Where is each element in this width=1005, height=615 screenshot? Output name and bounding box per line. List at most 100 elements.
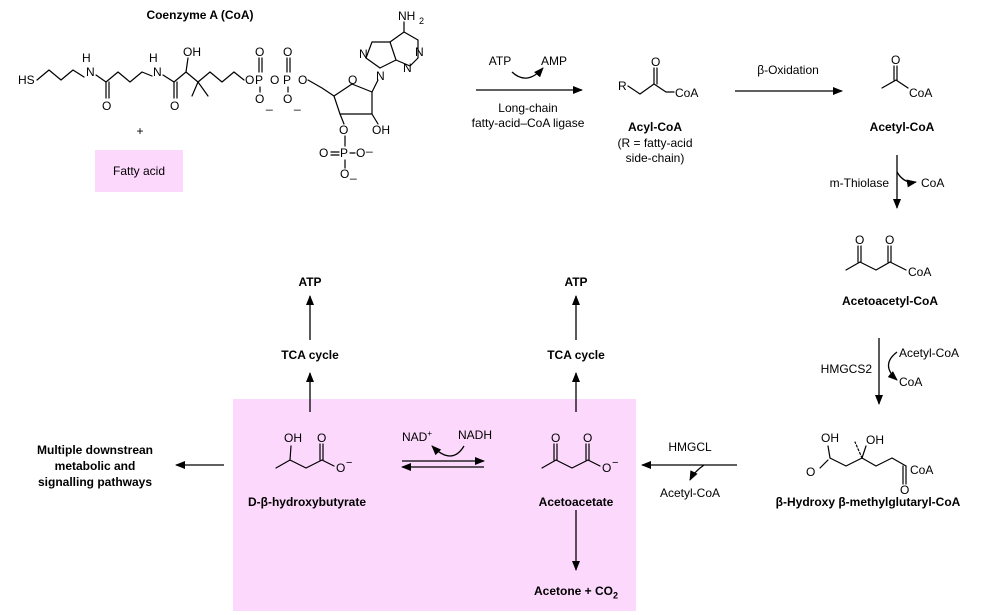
coa-atom-o12: O (340, 167, 349, 181)
acetoacetate-atom-oneg: O (602, 461, 611, 475)
coa-atom-o9: O (339, 123, 348, 137)
bond-line (881, 79, 909, 89)
coa-atom-n2: N (153, 65, 162, 79)
coa-atom-oneg1: O (255, 92, 264, 106)
hydroxybutyrate-name: D-β-hydroxybutyrate (247, 495, 367, 509)
tca-cycle-right: TCA cycle (547, 348, 605, 362)
fatty-acid-label: Fatty acid (112, 164, 166, 178)
hydroxybutyrate-atom-oneg: O (336, 461, 345, 475)
atp-left: ATP (298, 275, 322, 289)
hmg-coa-atom-o1: O (806, 465, 815, 479)
acyl-coa-atom-r: R (618, 79, 627, 93)
coa-atom-o8: O (348, 73, 357, 87)
acetoacetate-name: Acetoacetate (538, 495, 614, 509)
thiolase-coa-label: CoA (921, 176, 945, 190)
nadh-label: NADH (458, 428, 493, 442)
bond-line (854, 441, 863, 459)
bond-line (307, 79, 335, 97)
bond-line (819, 459, 829, 469)
bond-line (845, 261, 907, 271)
acetoacetyl-coa-structure: O O CoA (845, 233, 931, 279)
coa-atom-o5: O (270, 73, 279, 87)
fatty-acid-highlight (95, 150, 183, 192)
hmg-coa-atom-o2: O (900, 483, 909, 497)
coa-atom-n5: N (415, 45, 424, 59)
hmgcs2-enzyme-label: HMGCS2 (820, 362, 872, 376)
beta-oxidation-label: β-Oxidation (757, 63, 819, 77)
coa-atom-p2: P (283, 73, 291, 87)
downstream-line3: signalling pathways (37, 475, 153, 489)
coa-atom-o2: O (170, 99, 179, 113)
hmg-coa-name: β-Hydroxy β-methylglutaryl-CoA (775, 495, 961, 509)
amp-label: AMP (540, 54, 568, 68)
bond-line (541, 459, 601, 469)
acyl-coa-atom-coa: CoA (675, 86, 698, 100)
coa-atom-nh2-subscript: 2 (419, 16, 424, 26)
coa-atom-oh1: OH (183, 45, 201, 59)
hmgcs2-coa-label: CoA (899, 375, 923, 389)
plus-sign: + (136, 124, 144, 138)
downstream-line2: metabolic and (54, 459, 136, 473)
atp-label-ligase: ATP (488, 54, 512, 68)
ligase-enzyme-line1: Long-chain (498, 101, 558, 115)
acetone-co2-label: Acetone + CO2 (533, 584, 619, 601)
bond-line (185, 57, 189, 73)
coa-atom-minus2: _ (293, 97, 301, 111)
bond-line (829, 457, 907, 467)
bond-line (36, 69, 85, 81)
coa-title: Coenzyme A (CoA) (146, 8, 254, 22)
coa-atom-n1: N (86, 65, 95, 79)
bond-line (365, 41, 397, 69)
hmgcl-curved-arrow (689, 464, 705, 481)
acetyl-coa-atom-coa: CoA (909, 86, 932, 100)
hydroxybutyrate-atom-o: O (317, 431, 326, 445)
acetyl-coa-name: Acetyl-CoA (869, 120, 935, 134)
coa-atom-o11: O (356, 146, 365, 160)
coa-atom-o3: O (245, 73, 254, 87)
coenzyme-a-structure: HS N H O N H O OH O P O O _ (18, 9, 424, 181)
coa-atom-n3: N (376, 69, 385, 83)
hydroxybutyrate-structure: OH O O − (275, 431, 352, 475)
acetoacetate-atom-o2: O (583, 431, 592, 445)
coa-atom-oh2: OH (372, 123, 390, 137)
acyl-coa-structure: R O CoA (618, 55, 698, 100)
nad-curved-arrow (431, 445, 465, 457)
bond-line (627, 83, 675, 95)
coa-atom-n4: N (359, 47, 368, 61)
tca-cycle-left: TCA cycle (281, 348, 339, 362)
hydroxybutyrate-atom-oh: OH (284, 431, 302, 445)
hmg-coa-structure: OH O OH O CoA (806, 431, 933, 497)
acetoacetyl-coa-atom-o1: O (855, 233, 864, 247)
hmgcl-enzyme-label: HMGCL (668, 440, 712, 454)
coa-atom-minus3: _ (365, 139, 373, 153)
coa-atom-h1: H (82, 51, 91, 65)
hmgcs2-acetyl-coa-label: Acetyl-CoA (899, 346, 960, 360)
acetyl-coa-structure: O CoA (881, 53, 932, 100)
acetoacetyl-coa-atom-coa: CoA (908, 265, 931, 279)
bond-line (162, 71, 235, 83)
hmg-coa-atom-coa: CoA (910, 463, 933, 477)
bond-line (275, 459, 335, 469)
atp-right: ATP (564, 275, 588, 289)
hmg-coa-atom-oh1: OH (821, 431, 839, 445)
bond-line (861, 445, 867, 459)
coa-atom-oneg2: O (283, 92, 292, 106)
coa-atom-sh: HS (18, 73, 35, 87)
coa-atom-minus1: _ (265, 97, 273, 111)
bond-line (289, 445, 292, 461)
coa-atom-o10: O (319, 146, 328, 160)
acetoacetate-atom-o1: O (551, 431, 560, 445)
acetyl-coa-atom-o: O (891, 53, 900, 67)
hydroxybutyrate-minus: − (346, 457, 352, 469)
ligase-enzyme-line2: fatty-acid–CoA ligase (471, 116, 585, 130)
bond-line (333, 83, 373, 115)
bond-line (95, 71, 153, 83)
atp-amp-curved-arrow (511, 67, 544, 79)
coa-atom-o6: O (283, 45, 292, 59)
coa-atom-o7: O (298, 73, 307, 87)
coa-atom-o4: O (255, 45, 264, 59)
coa-atom-p1: P (255, 73, 263, 87)
coa-atom-nh2: NH (398, 9, 415, 23)
